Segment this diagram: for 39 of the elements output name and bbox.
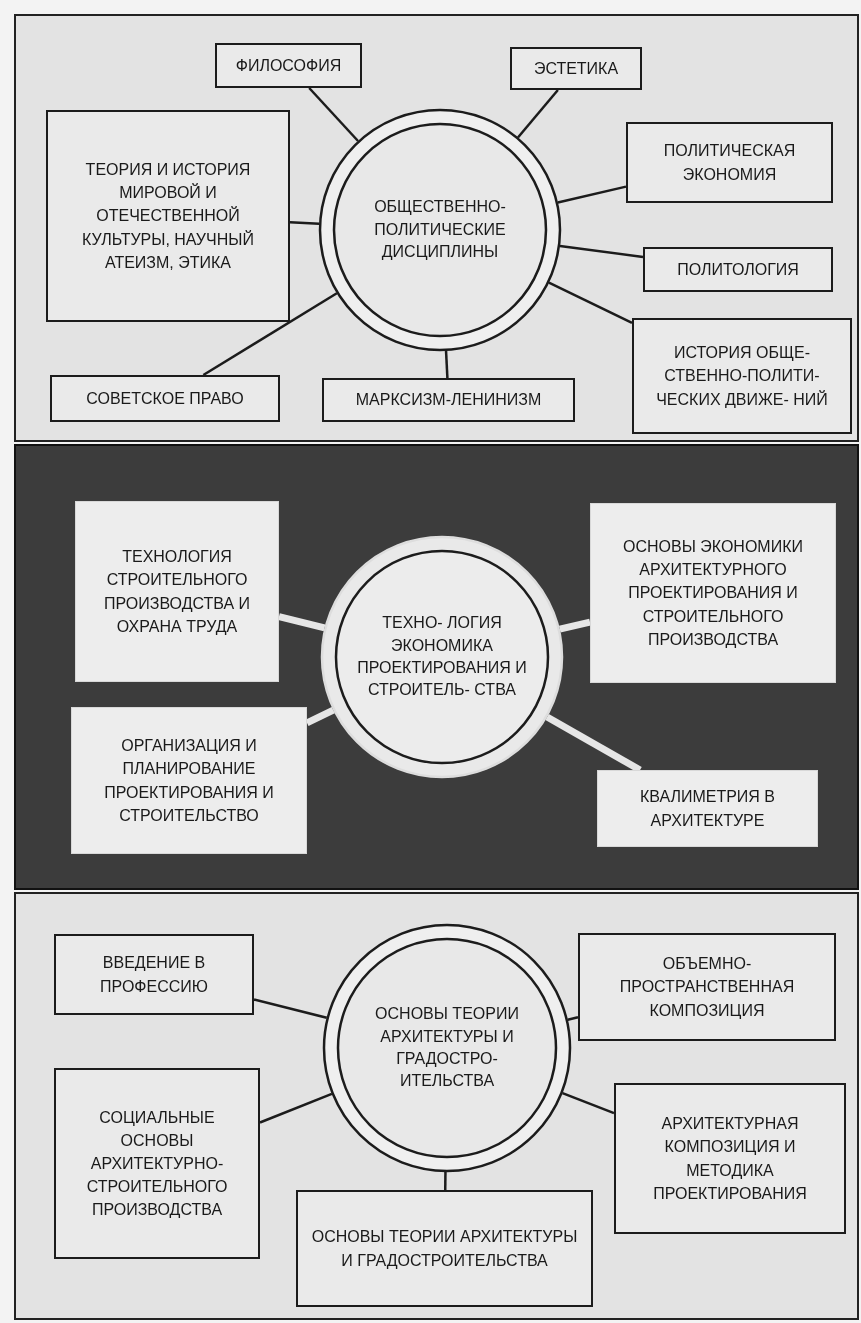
subject-box: ТЕОРИЯ И ИСТОРИЯ МИРОВОЙ И ОТЕЧЕСТВЕННОЙ КУЛЬТУРЫ, НАУЧНЫЙ АТЕИЗМ, ЭТИКА xyxy=(46,110,290,322)
subject-box: ОРГАНИЗАЦИЯ И ПЛАНИРОВАНИЕ ПРОЕКТИРОВАНИЯ И СТРОИТЕЛЬСТВО xyxy=(71,707,307,854)
connector-line xyxy=(253,998,328,1020)
connector-line xyxy=(278,613,326,632)
subject-box: ВВЕДЕНИЕ В ПРОФЕССИЮ xyxy=(54,934,254,1015)
subject-box: ОСНОВЫ ТЕОРИИ АРХИТЕКТУРЫ И ГРАДОСТРОИТЕЛЬСТВА xyxy=(296,1190,593,1307)
subject-box: АРХИТЕКТУРНАЯ КОМПОЗИЦИЯ И МЕТОДИКА ПРОЕКТИРОВАНИЯ xyxy=(614,1083,846,1234)
subject-box: ИСТОРИЯ ОБЩЕ- СТВЕННО-ПОЛИТИ- ЧЕСКИХ ДВИЖЕ- НИЙ xyxy=(632,318,852,434)
connector-line xyxy=(559,244,644,259)
connector-line xyxy=(259,1092,333,1124)
connector-line xyxy=(558,618,591,633)
subject-box: ОБЪЕМНО- ПРОСТРАНСТВЕННАЯ КОМПОЗИЦИЯ xyxy=(578,933,836,1041)
section-panel xyxy=(14,444,859,890)
connector-line xyxy=(202,292,338,377)
connector-line xyxy=(567,1016,579,1021)
section-panel xyxy=(14,892,859,1320)
subject-box: ОСНОВЫ ЭКОНОМИКИ АРХИТЕКТУРНОГО ПРОЕКТИРОВАНИЯ И СТРОИТЕЛЬНОГО ПРОИЗВОДСТВА xyxy=(590,503,836,683)
subject-box: ФИЛОСОФИЯ xyxy=(215,43,362,88)
connector-line xyxy=(548,281,633,324)
connector-line xyxy=(305,706,335,727)
hub-label: ОСНОВЫ ТЕОРИИ АРХИТЕКТУРЫ И ГРАДОСТРО- ИТЕЛЬСТВА xyxy=(374,1004,520,1092)
subject-box: ЭСТЕТИКА xyxy=(510,47,642,90)
hub-label: ОБЩЕСТВЕННО- ПОЛИТИЧЕСКИЕ ДИСЦИПЛИНЫ xyxy=(373,197,507,263)
subject-box: ПОЛИТОЛОГИЯ xyxy=(643,247,833,292)
subject-box: СОЦИАЛЬНЫЕ ОСНОВЫ АРХИТЕКТУРНО- СТРОИТЕЛЬНОГО ПРОИЗВОДСТВА xyxy=(54,1068,260,1259)
connector-line xyxy=(557,185,627,204)
connector-line xyxy=(517,89,559,139)
connector-line xyxy=(562,1091,615,1115)
section-panel xyxy=(14,14,859,442)
connector-line xyxy=(444,350,449,379)
subject-box: СОВЕТСКОЕ ПРАВО xyxy=(50,375,280,422)
subject-box: МАРКСИЗМ-ЛЕНИНИЗМ xyxy=(322,378,575,422)
subject-box: ТЕХНОЛОГИЯ СТРОИТЕЛЬНОГО ПРОИЗВОДСТВА И ОХРАНА ТРУДА xyxy=(75,501,279,682)
subject-box: КВАЛИМЕТРИЯ В АРХИТЕКТУРЕ xyxy=(597,770,818,847)
subject-box: ПОЛИТИЧЕСКАЯ ЭКОНОМИЯ xyxy=(626,122,833,203)
hub-label: ТЕХНО- ЛОГИЯ ЭКОНОМИКА ПРОЕКТИРОВАНИЯ И СТРОИТЕЛЬ- СТВА xyxy=(356,613,528,701)
connector-line xyxy=(444,1171,447,1190)
connector-line xyxy=(289,221,320,226)
connector-line xyxy=(308,87,359,142)
